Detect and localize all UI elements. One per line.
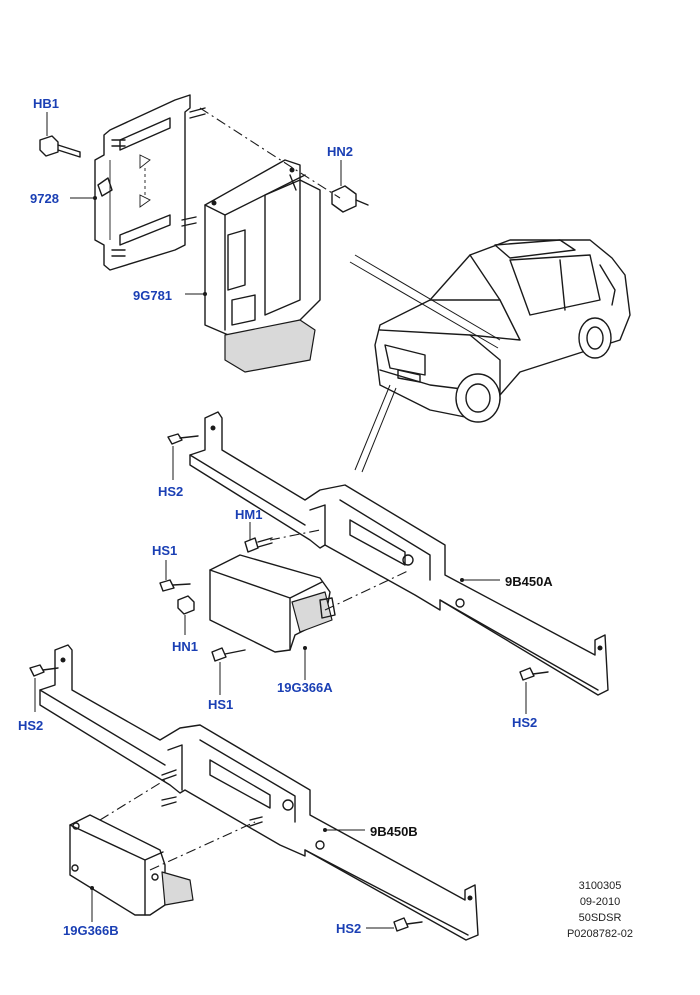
callout-19g366a: 19G366A [277,680,333,695]
module-19g366b [69,814,194,916]
callout-hs2-b: HS2 [512,715,538,730]
screw-hs2-b [519,667,549,681]
callout-9b450b: 9B450B [370,824,418,839]
screw-hs2-a [167,433,199,445]
nut-hn2 [331,185,369,213]
reference-line-3: 50SDSR [578,912,622,924]
callout-hm1: HM1 [235,507,263,522]
stud-hm1 [244,537,273,553]
drawing-reference-block: 3100305 09-2010 50SDSR P0208782-02 [540,878,660,942]
reference-line-1: 3100305 [578,880,622,892]
nut-hn1 [177,595,195,615]
module-19g366a [209,554,336,653]
screw-hs1-b [211,647,246,662]
bracket-studs [111,107,206,257]
screw-hs2-c [29,664,59,677]
module-9g781 [204,159,321,373]
callout-9g781: 9G781 [133,288,173,303]
callout-hn2: HN2 [327,144,354,159]
screw-hs1-a [159,579,191,592]
reference-line-2: 09-2010 [579,896,621,908]
callout-9728: 9728 [30,191,59,206]
bracket-9b450b [39,644,479,941]
callout-9b450a: 9B450A [505,574,553,589]
bracket-9728 [94,94,191,271]
callout-hn1: HN1 [172,639,199,654]
bolt-hb1 [39,135,81,158]
reference-line-4: P0208782-02 [566,928,634,940]
callout-hs2-a: HS2 [158,484,184,499]
callout-hs1-b: HS1 [208,697,234,712]
callout-hs2-c: HS2 [18,718,44,733]
callout-19g366b: 19G366B [63,923,119,938]
screw-hs2-d [393,917,423,932]
callout-hs1-a: HS1 [152,543,178,558]
callout-hb1: HB1 [33,96,60,111]
callout-hs2-d: HS2 [336,921,362,936]
vehicle-illustration [374,239,631,423]
bracket-9b450a [189,411,609,696]
